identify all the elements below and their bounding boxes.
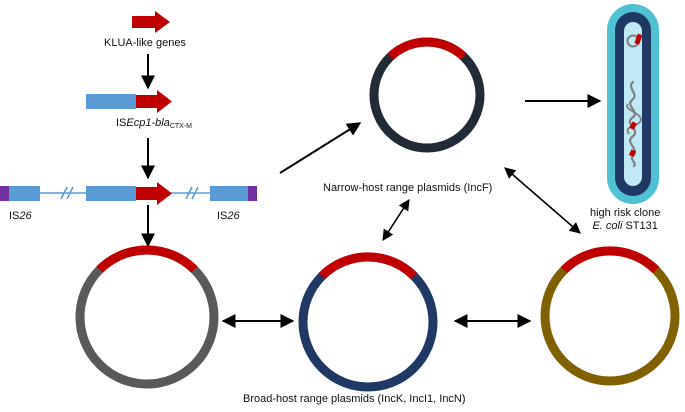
- is26-left-purple-end: [0, 186, 9, 201]
- arrow-narrow-right-exchange: [504, 167, 581, 234]
- ecoli-cell: [607, 4, 659, 204]
- is26-left-element: [9, 186, 40, 201]
- narrow-host-label: Narrow-host range plasmids (IncF): [323, 182, 493, 194]
- arrow-narrow-broad-exchange: [382, 199, 410, 241]
- chromosome-resistance-mark-2: [628, 149, 636, 157]
- chromosome-resistance-mark-1: [629, 121, 638, 130]
- narrow-host-plasmid: [369, 37, 485, 153]
- left-plasmid: [75, 245, 219, 389]
- klua-gene-arrow: [132, 11, 170, 33]
- isecp1-element-composite: [86, 186, 136, 201]
- is26-right-element: [210, 186, 248, 201]
- isecp1-bla-label: ISEcp1-blaCTX-M: [116, 117, 192, 130]
- klua-genes-label: KLUA-like genes: [104, 37, 186, 49]
- backbone-break-marks: [60, 186, 199, 200]
- broad-host-label: Broad-host range plasmids (IncK, IncI1, …: [243, 393, 466, 405]
- bla-ctx-m-gene-arrow: [136, 90, 172, 113]
- high-risk-clone-label: high risk clone E. coli ST131: [590, 207, 661, 232]
- cell-chromosome-loop: [626, 103, 642, 135]
- bla-ctx-m-gene-arrow-composite: [136, 182, 172, 205]
- is26-left-label: IS26: [9, 210, 32, 222]
- right-plasmid: [540, 246, 680, 386]
- is26-right-label: IS26: [217, 210, 240, 222]
- isecp1-element: [86, 94, 136, 109]
- broad-host-plasmid: [298, 252, 438, 392]
- arrow-to-narrow-host-plasmid: [279, 122, 362, 174]
- is26-right-purple-end: [248, 186, 257, 201]
- cell-plasmid-resistance-mark: [634, 33, 643, 45]
